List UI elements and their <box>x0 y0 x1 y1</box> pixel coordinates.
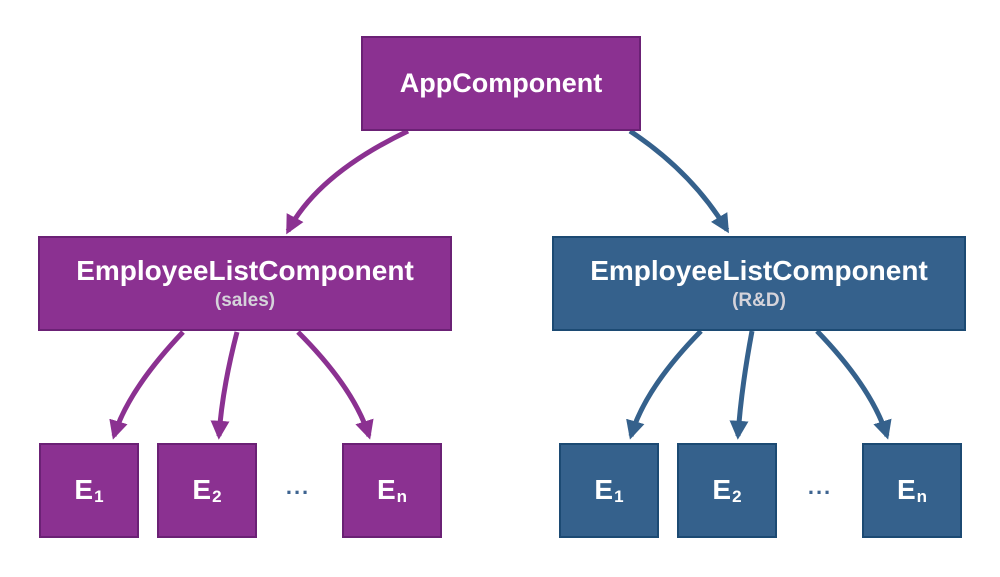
ellipsis-rnd: ... <box>807 474 833 499</box>
employee-subscript: 2 <box>732 487 742 507</box>
arrow-rnd-to-e1 <box>626 329 703 440</box>
arrow-sales-to-e2 <box>210 331 240 440</box>
employee-base: E <box>712 474 732 506</box>
node-app-component: AppComponent <box>361 36 641 131</box>
node-employee-list-rnd-label: EmployeeListComponent <box>590 255 928 287</box>
employee-base: E <box>594 474 614 506</box>
employee-base: E <box>376 474 396 506</box>
employee-subscript: 2 <box>212 487 222 507</box>
arrow-sales-to-en <box>296 330 374 440</box>
ellipsis-sales: ... <box>285 474 311 499</box>
arrow-rnd-to-en <box>815 329 892 440</box>
arrow-rnd-to-e2 <box>729 330 755 440</box>
employee-base: E <box>896 474 916 506</box>
arrow-app-to-sales <box>285 128 410 235</box>
employee-base: E <box>192 474 212 506</box>
node-employee-list-sales: EmployeeListComponent (sales) <box>38 236 452 331</box>
employee-subscript: n <box>916 487 928 507</box>
node-employee-list-rnd: EmployeeListComponent (R&D) <box>552 236 966 331</box>
employee-subscript: 1 <box>614 487 624 507</box>
employee-subscript: 1 <box>94 487 104 507</box>
node-app-label: AppComponent <box>399 67 603 98</box>
employee-base: E <box>74 474 94 506</box>
arrow-sales-to-e1 <box>109 330 185 440</box>
node-employee-list-rnd-sublabel: (R&D) <box>732 289 786 311</box>
node-employee-list-sales-sublabel: (sales) <box>214 289 276 311</box>
arrow-app-to-rnd <box>628 128 730 234</box>
node-employee-list-sales-label: EmployeeListComponent <box>76 255 414 287</box>
employee-subscript: n <box>396 487 408 507</box>
